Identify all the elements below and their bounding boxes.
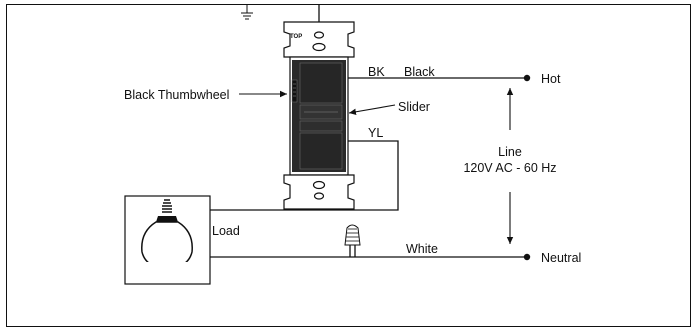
black-wire-label: Black (404, 65, 435, 79)
dimmer-switch (289, 56, 349, 176)
yl-label: YL (368, 126, 383, 140)
load-label: Load (212, 224, 240, 238)
bottom-mounting-strap (283, 174, 355, 210)
voltage-label: 120V AC - 60 Hz (463, 161, 556, 175)
bk-label: BK (368, 65, 385, 79)
dimmer-lower-paddle (299, 132, 343, 170)
ground-symbol (241, 4, 253, 20)
top-mounting-strap: TOP (283, 21, 355, 58)
top-label: TOP (290, 34, 302, 40)
dimmer-mid-band (299, 120, 343, 132)
thumbwheel-label: Black Thumbwheel (124, 88, 229, 102)
line-label: Line (498, 145, 522, 159)
wire-nut (344, 224, 361, 257)
slider-arrow (348, 104, 396, 115)
light-bulb-icon (141, 199, 193, 262)
dimmer-upper-paddle (299, 62, 343, 104)
thumbwheel (291, 79, 298, 103)
slider-label: Slider (398, 100, 430, 114)
yellow-wire (210, 140, 399, 211)
hot-terminal (523, 74, 531, 82)
neutral-label: Neutral (541, 251, 581, 265)
white-wire-label: White (406, 242, 438, 256)
neutral-terminal (523, 253, 531, 261)
hot-label: Hot (541, 72, 561, 86)
diagram-frame (6, 4, 691, 327)
